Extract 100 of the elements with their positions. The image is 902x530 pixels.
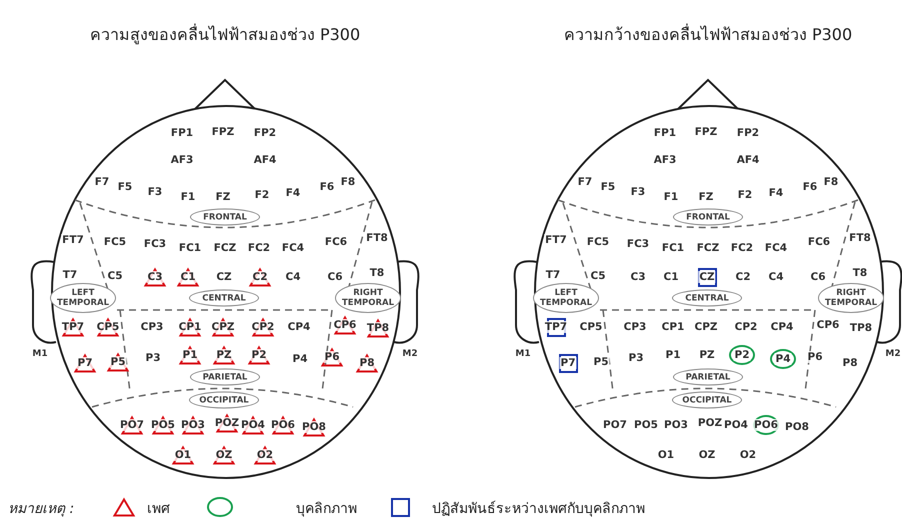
electrode-label: P6 [324,351,340,363]
legend-label: บุคลิกภาพ [296,500,357,519]
electrode-label: C1 [180,271,196,283]
electrode-label: C5 [590,270,606,282]
electrode-label: O2 [256,449,274,461]
electrode-label: PZ [698,349,716,361]
electrode-label: TP7 [544,321,568,333]
electrode-label: CP2 [734,321,758,333]
electrode-label: P4 [292,353,308,365]
electrode-label: P2 [734,349,750,361]
electrode-label: C4 [768,271,784,283]
electrode-label: P7 [76,357,94,369]
electrode-label: FC5 [102,236,128,248]
electrode-label: AF4 [252,154,278,166]
electrode-label: FCZ [212,242,238,254]
electrode-label: FPZ [210,126,236,138]
electrode-label: T7 [544,269,562,281]
electrode-label: O2 [738,449,758,461]
electrode-label: C1 [662,271,680,283]
electrode-label: PO3 [180,419,206,431]
electrode-label: P5 [592,356,610,368]
electrode-label: P8 [842,357,858,369]
electrode-label: FC1 [660,242,686,254]
electrode-label: O1 [656,449,676,461]
electrode-label: F6 [802,181,818,193]
electrode-label: F6 [318,181,336,193]
electrode-label: PO5 [150,419,176,431]
electrode-label: F3 [146,186,164,198]
electrode-label: CP2 [250,321,276,333]
electrode-label: P6 [806,351,824,363]
electrode-label: C6 [810,271,826,283]
electrode-label: FT7 [544,234,568,246]
electrode-label: P4 [774,353,792,365]
electrode-label: FZ [698,191,714,203]
electrode-label: CP1 [660,321,686,333]
electrode-label: FT8 [365,232,389,244]
electrode-label: PO6 [753,419,779,431]
electrode-label: F8 [822,176,840,188]
electrode-label: F1 [180,191,196,203]
electrode-label: FT8 [848,232,872,244]
electrode-label: C4 [284,271,302,283]
electrode-label: FP2 [252,127,278,139]
electrode-label: TP8 [366,322,390,334]
electrode-label: CP4 [770,321,794,333]
electrode-label: C2 [252,271,268,283]
electrode-label: POZ [696,417,724,429]
electrode-label: CP6 [332,319,358,331]
electrode-label: CP4 [286,321,312,333]
electrode-label: CPZ [694,321,718,333]
electrode-label: C5 [106,270,124,282]
electrode-label: FCZ [696,242,720,254]
electrode-label: AF3 [652,154,678,166]
electrode-label: P3 [144,352,162,364]
electrode-label: CZ [698,271,716,283]
electrode-label: FT7 [61,234,85,246]
electrode-label: F7 [576,176,594,188]
electrode-label: FC2 [246,242,272,254]
electrode-label: FPZ [694,126,718,138]
electrode-label: FC6 [806,236,832,248]
electrode-label: F3 [630,186,646,198]
electrode-label: CP3 [622,321,648,333]
electrode-label: T8 [368,267,386,279]
electrode-label: TP7 [60,321,86,333]
electrode-label: PO3 [663,419,689,431]
electrode-label: FC3 [626,238,650,250]
electrode-label: CP1 [178,321,202,333]
electrode-label: FC4 [764,242,788,254]
electrode-label: AF3 [170,154,194,166]
electrode-label: TP8 [848,322,874,334]
electrode-label: P5 [110,356,126,368]
electrode-label: C3 [630,271,646,283]
electrode-label: PO7 [602,419,628,431]
electrode-label: C2 [734,271,752,283]
electrode-label: FC3 [142,238,168,250]
electrode-label: FC5 [586,236,610,248]
electrode-label: P1 [182,349,198,361]
electrode-label: CZ [215,271,233,283]
electrode-label: PO8 [784,421,810,433]
electrode-label: PO4 [240,419,266,431]
electrode-label: P7 [560,357,576,369]
electrode-label: F2 [736,189,754,201]
panel-title: ความสูงของคลื่นไฟฟ้าสมองช่วง P300 [90,22,360,46]
electrode-label: FP2 [736,127,760,139]
electrode-label: OZ [698,449,716,461]
electrode-label: F8 [340,176,356,188]
electrode-label: PO8 [301,421,327,433]
electrode-label: FC1 [178,242,202,254]
electrode-label: P1 [664,349,682,361]
electrode-label: F7 [94,176,110,188]
electrode-label: PO6 [270,419,296,431]
electrode-label: T8 [852,267,868,279]
electrode-label: F4 [284,187,302,199]
electrode-label: P8 [358,357,376,369]
electrode-label: F1 [662,191,680,203]
note-label: หมายเหตุ : [8,500,74,519]
electrode-label: T7 [62,269,78,281]
panel-title: ความกว้างของคลื่นไฟฟ้าสมองช่วง P300 [564,22,852,46]
electrode-label: F5 [116,181,134,193]
legend-label: ปฏิสัมพันธ์ระหว่างเพศกับบุคลิกภาพ [432,500,645,519]
electrode-label: FP1 [170,127,194,139]
